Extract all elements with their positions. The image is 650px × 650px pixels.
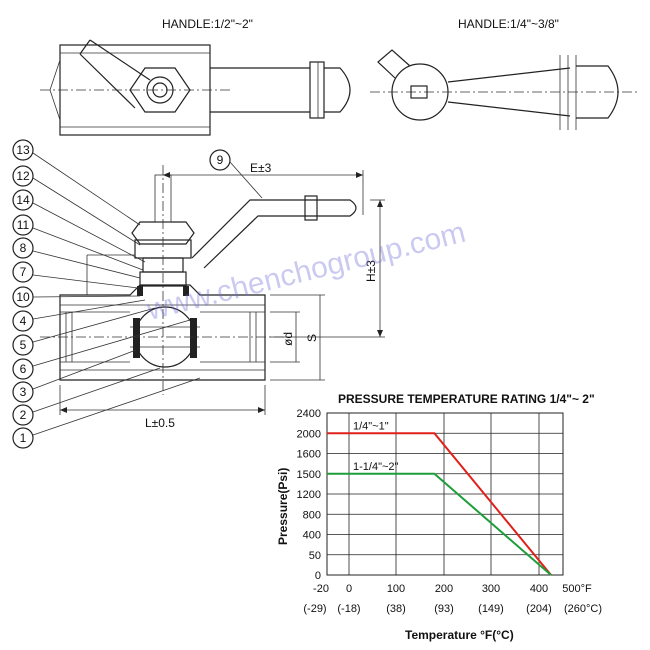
svg-text:7: 7 — [20, 265, 27, 279]
part-balloon: 12 — [12, 165, 141, 246]
svg-text:1: 1 — [20, 431, 27, 445]
part-balloon: 14 — [12, 189, 146, 263]
chart-series: 1/4"~1" 1-1/4"~2" — [327, 420, 552, 576]
chart-y-axis-label: Pressure(Psi) — [276, 468, 290, 545]
svg-text:13: 13 — [16, 143, 30, 157]
part-balloon: 7 — [12, 261, 139, 289]
part-balloon: 4 — [12, 299, 146, 332]
y-tick-label: 2400 — [297, 408, 321, 420]
y-tick-label: 50 — [309, 550, 321, 562]
handle-small-top-view — [370, 49, 640, 130]
x-tick-label-f: 500°F — [562, 583, 592, 595]
x-tick-label-f: 400 — [530, 583, 548, 595]
series-label: 1-1/4"~2" — [353, 461, 399, 473]
svg-text:12: 12 — [16, 169, 30, 183]
series-line — [327, 432, 552, 576]
part-balloons: 13 12 14 11 8 7 10 4 5 6 3 2 1 9 — [12, 139, 263, 449]
svg-text:14: 14 — [16, 193, 30, 207]
y-tick-label: 2000 — [297, 428, 321, 440]
y-tick-label: 800 — [303, 509, 321, 521]
svg-text:4: 4 — [20, 314, 27, 328]
svg-text:3: 3 — [20, 385, 27, 399]
y-tick-label: 1600 — [297, 449, 321, 461]
x-tick-label-c: (260°C) — [564, 603, 602, 615]
part-balloon: 2 — [12, 367, 161, 426]
part-balloon: 3 — [12, 349, 137, 403]
dim-s-label: S — [305, 334, 319, 342]
svg-text:9: 9 — [217, 153, 224, 167]
y-tick-label: 0 — [315, 570, 321, 582]
dim-d-label: ød — [281, 332, 295, 346]
dim-e-label: E±3 — [250, 161, 272, 175]
svg-text:6: 6 — [20, 362, 27, 376]
chart-title: PRESSURE TEMPERATURE RATING 1/4"~ 2" — [338, 392, 595, 406]
part-balloon: 1 — [12, 377, 201, 449]
svg-text:11: 11 — [17, 218, 30, 232]
svg-text:5: 5 — [20, 338, 27, 352]
x-tick-label-c: (38) — [386, 603, 406, 615]
part-balloon: 13 — [12, 139, 141, 226]
series-label: 1/4"~1" — [353, 420, 389, 432]
chart-x-axis-label: Temperature °F(°C) — [405, 628, 514, 642]
y-tick-label: 400 — [303, 530, 321, 542]
part-balloon: 8 — [12, 237, 141, 279]
x-tick-label-f: -20 — [313, 583, 329, 595]
part-balloon: 10 — [12, 286, 141, 308]
x-tick-label-f: 300 — [482, 583, 500, 595]
part-balloon: 9 — [209, 149, 263, 199]
handle-large-top-view — [40, 39, 351, 136]
part-balloon: 6 — [12, 319, 191, 380]
x-tick-label-c: (204) — [526, 603, 552, 615]
x-tick-label-c: (93) — [434, 603, 454, 615]
x-tick-label-c: (149) — [478, 603, 504, 615]
dim-h-label: H±3 — [364, 260, 378, 282]
handle-large-label: HANDLE:1/2"~2" — [162, 17, 253, 31]
x-tick-label-f: 0 — [346, 583, 352, 595]
x-tick-label-f: 200 — [435, 583, 453, 595]
series-line — [327, 472, 552, 576]
svg-text:2: 2 — [20, 408, 27, 422]
y-tick-label: 1500 — [297, 469, 321, 481]
handle-small-label: HANDLE:1/4"~3/8" — [458, 17, 559, 31]
valve-cross-section — [40, 165, 357, 395]
y-tick-label: 1200 — [297, 489, 321, 501]
watermark-text: www.chenchogroup.com — [143, 216, 469, 327]
chart-grid — [326, 412, 564, 576]
dimension-lines — [59, 170, 385, 415]
x-tick-label-c: (-29) — [303, 603, 326, 615]
svg-text:8: 8 — [20, 241, 27, 255]
x-tick-label-c: (-18) — [337, 603, 360, 615]
part-balloon: 11 — [12, 214, 144, 271]
part-balloon: 5 — [12, 307, 156, 356]
svg-text:10: 10 — [16, 290, 30, 304]
dim-l-label: L±0.5 — [145, 416, 175, 430]
x-tick-label-f: 100 — [387, 583, 405, 595]
